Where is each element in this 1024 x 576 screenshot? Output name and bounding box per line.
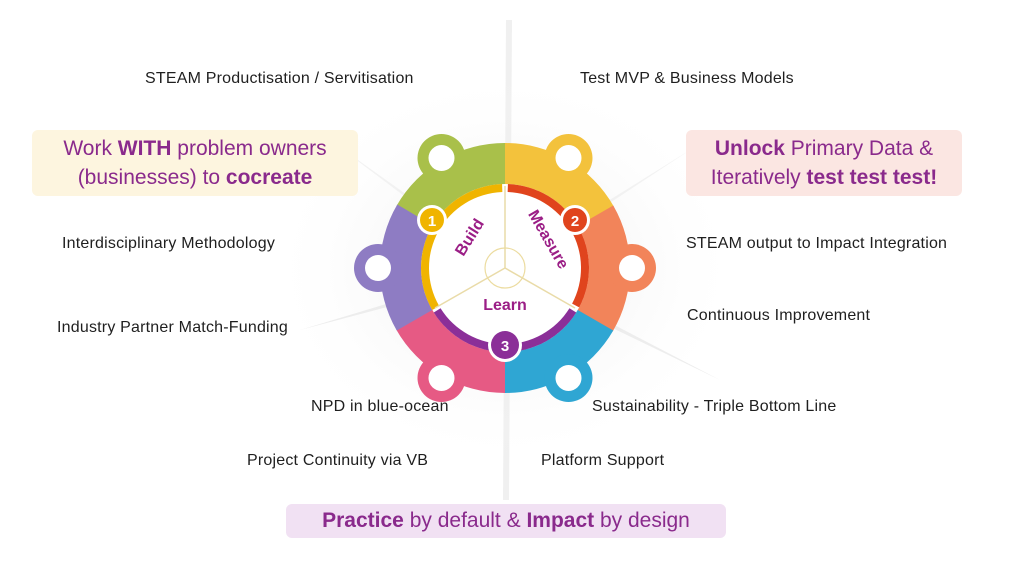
stage-badge-1: 1 <box>417 205 447 235</box>
label-sustainability: Sustainability - Triple Bottom Line <box>592 398 837 415</box>
segment-purple-connector-hole <box>365 255 391 281</box>
segment-purple <box>380 204 435 331</box>
segment-blue-connector-hole <box>555 364 582 391</box>
stage-number-2: 2 <box>571 213 579 230</box>
label-npd: NPD in blue-ocean <box>311 398 449 415</box>
callout-impact-emph: Impact <box>526 509 595 532</box>
segment-blue <box>503 309 614 393</box>
callout-unlock-emph: Unlock <box>714 137 785 160</box>
callout-practice-text-1: by default & <box>403 509 527 532</box>
callout-unlock-data: Unlock Primary Data & Iteratively test t… <box>686 130 962 196</box>
callout-unlock-text-2: Iteratively <box>710 166 807 189</box>
callout-unlock-text-1: Primary Data & <box>784 137 934 160</box>
stage-badge-3: 3 <box>488 328 522 362</box>
ring-learn <box>433 308 577 352</box>
label-match-funding: Industry Partner Match-Funding <box>57 319 288 336</box>
label-platform-support: Platform Support <box>541 452 665 469</box>
label-steam-output: STEAM output to Impact Integration <box>686 235 948 252</box>
stage-number-3: 3 <box>501 338 509 355</box>
callout-cocreate-text-1: Work <box>63 137 118 160</box>
label-test-mvp: Test MVP & Business Models <box>580 70 794 87</box>
callout-cocreate: Work WITH problem owners (businesses) to… <box>32 130 358 196</box>
stage-number-1: 1 <box>428 213 436 230</box>
segment-yellow-connector-hole <box>555 145 582 172</box>
callout-unlock-emph-test: test test test! <box>806 166 938 189</box>
segment-green <box>396 142 507 227</box>
segment-orange-connector-hole <box>619 255 645 281</box>
stage-label-learn: Learn <box>483 297 527 314</box>
segment-orange <box>575 205 631 332</box>
stage-badge-2: 2 <box>560 205 590 235</box>
label-continuous-improvement: Continuous Improvement <box>687 307 871 324</box>
segment-yellow <box>505 143 614 228</box>
callout-cocreate-text-3: (businesses) to <box>77 166 226 189</box>
callout-cocreate-emph-cocreate: cocreate <box>225 166 313 189</box>
wheel-segments <box>380 142 631 393</box>
label-project-continuity: Project Continuity via VB <box>247 452 429 469</box>
inner-dividers <box>434 186 576 309</box>
segment-green-connector-hole <box>428 145 455 172</box>
label-productisation: STEAM Productisation / Servitisation <box>145 70 414 87</box>
callout-cocreate-text-2: problem owners <box>171 137 327 160</box>
label-interdisciplinary: Interdisciplinary Methodology <box>62 235 276 252</box>
callout-cocreate-emph-with: WITH <box>117 137 172 160</box>
callout-practice-emph: Practice <box>322 509 404 532</box>
segment-pink-connector-hole <box>428 364 455 391</box>
wheel-connectors <box>354 134 656 402</box>
callout-practice-impact: Practice by default & Impact by design <box>286 504 726 538</box>
callout-practice-text-2: by design <box>594 509 690 532</box>
segment-pink <box>396 308 505 393</box>
